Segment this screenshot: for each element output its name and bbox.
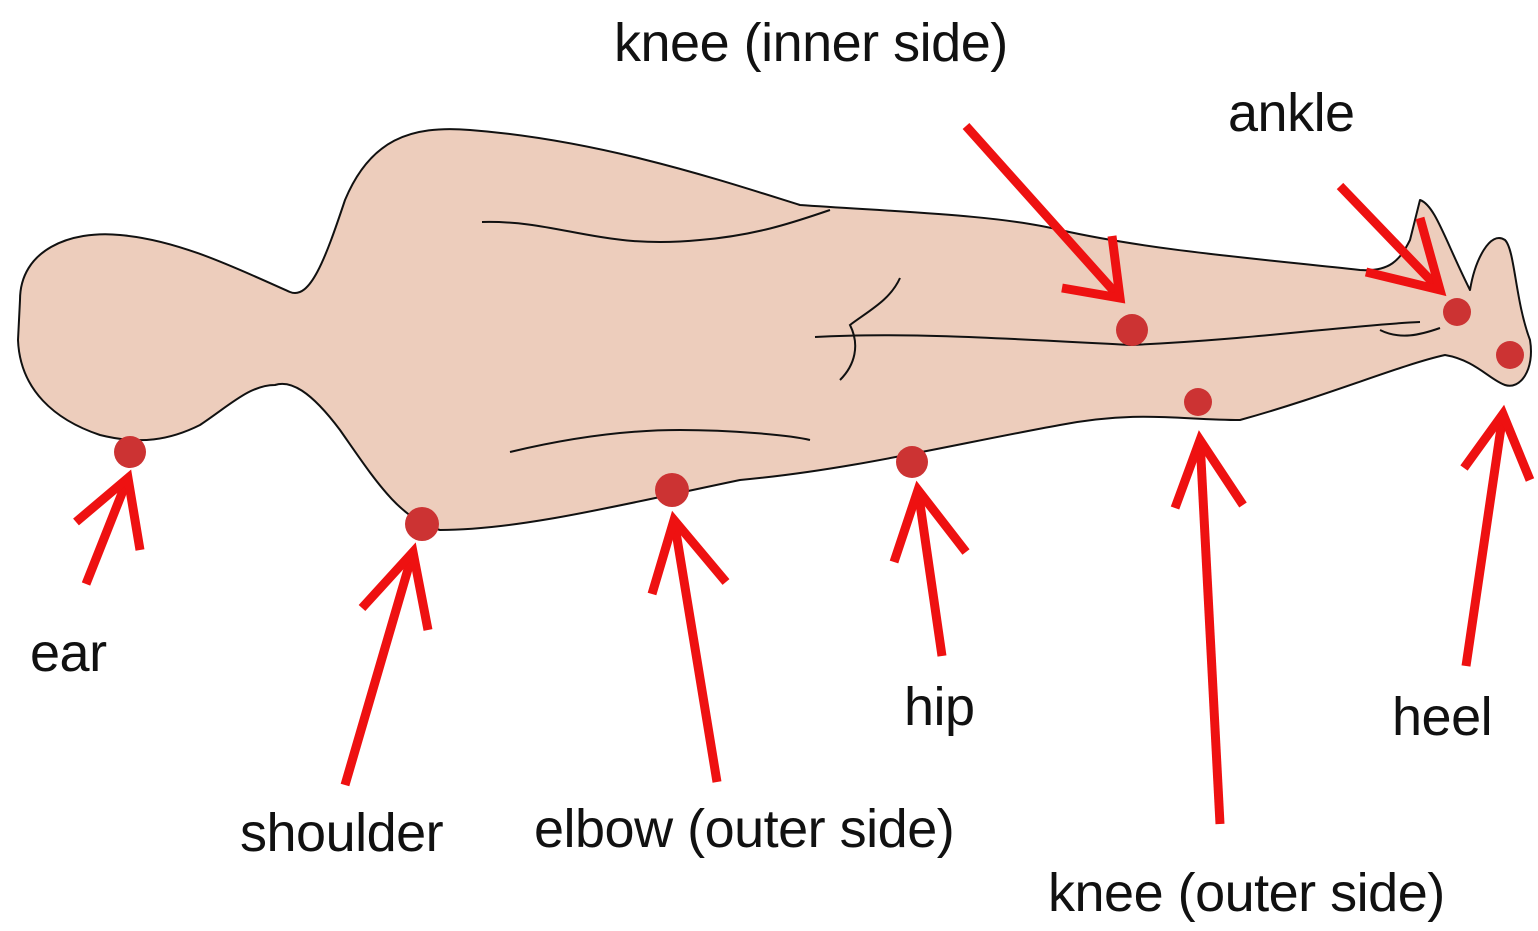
label-elbow-outer-side: elbow (outer side) [534, 802, 954, 856]
label-ear: ear [30, 626, 107, 680]
arrow-knee-outer [1175, 440, 1243, 824]
dot-shoulder [405, 507, 439, 541]
dot-knee-outer [1184, 388, 1212, 416]
arrow-heel [1464, 414, 1530, 666]
label-shoulder: shoulder [240, 806, 443, 860]
dot-heel [1496, 341, 1524, 369]
arrow-ear [76, 478, 140, 584]
dot-hip [896, 446, 928, 478]
label-hip: hip [904, 680, 975, 734]
dot-ear [114, 436, 146, 468]
label-ankle: ankle [1228, 86, 1355, 140]
label-knee-outer-side: knee (outer side) [1048, 866, 1445, 920]
label-heel: heel [1392, 690, 1492, 744]
arrow-elbow [652, 520, 726, 782]
body-silhouette [18, 129, 1531, 530]
arrow-shoulder [345, 552, 428, 785]
dot-knee-inner [1116, 314, 1148, 346]
dot-ankle [1443, 298, 1471, 326]
dot-elbow [655, 473, 689, 507]
arrow-hip [894, 490, 966, 656]
label-knee-inner-side: knee (inner side) [614, 16, 1008, 70]
